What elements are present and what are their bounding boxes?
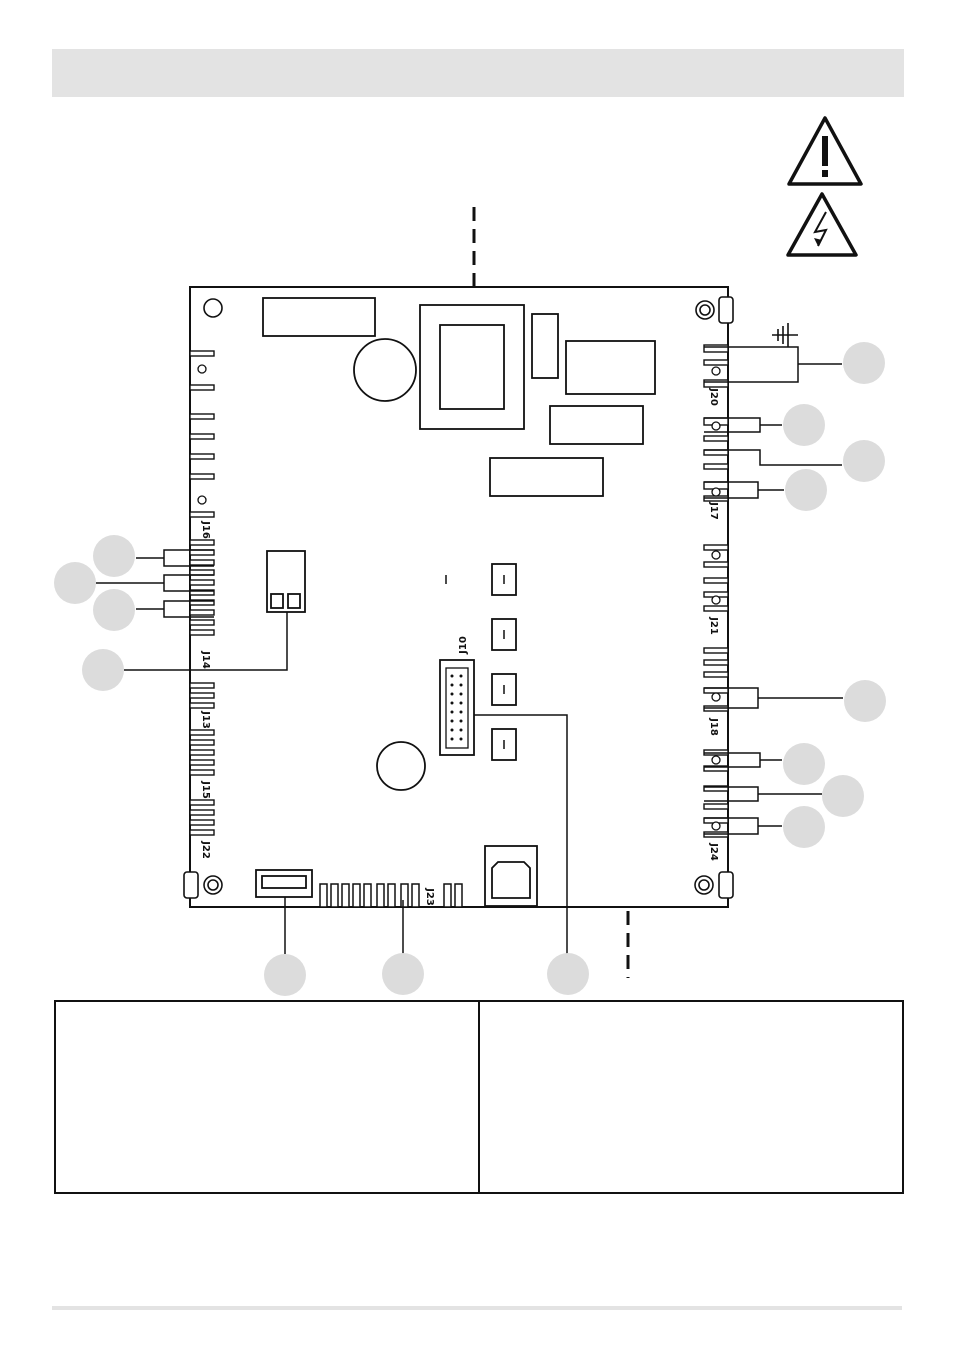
callout-circle <box>783 806 825 848</box>
legend-cell-left <box>56 1002 478 1192</box>
terminal-cell <box>270 593 284 609</box>
transformer-inner <box>439 324 505 410</box>
label-j15: J15 <box>200 780 211 799</box>
callout-circle <box>93 589 135 631</box>
pin-hole <box>711 366 721 376</box>
capacitor <box>353 338 417 402</box>
pin-hole <box>711 692 721 702</box>
callout-circle <box>547 953 589 995</box>
component-rect <box>489 457 604 497</box>
label-j10: J10 <box>458 636 469 655</box>
pin-hole <box>711 755 721 765</box>
mounting-hole <box>203 298 223 318</box>
legend-table <box>54 1000 904 1194</box>
callout-circle <box>843 440 885 482</box>
pin-hole <box>197 364 207 374</box>
callout-circle <box>82 649 124 691</box>
mounting-screw <box>694 871 734 899</box>
callout-circle <box>783 743 825 785</box>
callout-circles <box>54 342 886 996</box>
mounting-screw <box>183 871 223 899</box>
bottom-pin-row <box>319 883 463 908</box>
label-j22: J22 <box>200 840 211 859</box>
footer-rule <box>52 1306 902 1310</box>
j10-header <box>439 659 475 756</box>
pin-hole <box>711 595 721 605</box>
mounting-screw <box>695 296 734 324</box>
wiring-diagram: J16 J14 J13 J15 J22 J20 J17 J21 J18 J24 … <box>54 116 886 996</box>
pin-hole <box>711 421 721 431</box>
ribbon-connector <box>255 869 313 898</box>
callout-circle <box>785 469 827 511</box>
label-j20: J20 <box>708 387 719 406</box>
label-j21: J21 <box>708 616 719 635</box>
pin-hole <box>711 487 721 497</box>
title-bar <box>52 49 904 97</box>
legend-cell-right <box>478 1002 902 1192</box>
pin-hole <box>197 495 207 505</box>
callout-circle <box>844 680 886 722</box>
component-rect <box>262 297 376 337</box>
label-j16: J16 <box>200 520 211 539</box>
callout-circle <box>783 404 825 446</box>
label-j17: J17 <box>708 501 719 520</box>
left-edge-pins <box>189 350 215 836</box>
pin-hole <box>711 821 721 831</box>
electric-shock-warning-icon <box>786 192 858 257</box>
earth-ground-icon <box>772 323 798 347</box>
label-j14: J14 <box>200 650 211 669</box>
capacitor <box>376 741 426 791</box>
callout-circle <box>843 342 885 384</box>
label-j24: J24 <box>708 842 719 861</box>
callout-circle <box>822 775 864 817</box>
callout-circle <box>264 954 306 996</box>
leader-lines <box>96 346 843 954</box>
callout-circle <box>382 953 424 995</box>
callout-circle <box>54 562 96 604</box>
relay <box>549 405 644 445</box>
label-j13: J13 <box>200 710 211 729</box>
callout-circle <box>93 535 135 577</box>
pin-hole <box>711 550 721 560</box>
terminal-cell <box>287 593 301 609</box>
label-j18: J18 <box>708 717 719 736</box>
exclamation-warning-icon <box>787 116 863 186</box>
relay <box>565 340 656 395</box>
rj-connector <box>484 845 538 907</box>
component-vertical <box>531 313 559 379</box>
label-j23: J23 <box>424 887 435 906</box>
